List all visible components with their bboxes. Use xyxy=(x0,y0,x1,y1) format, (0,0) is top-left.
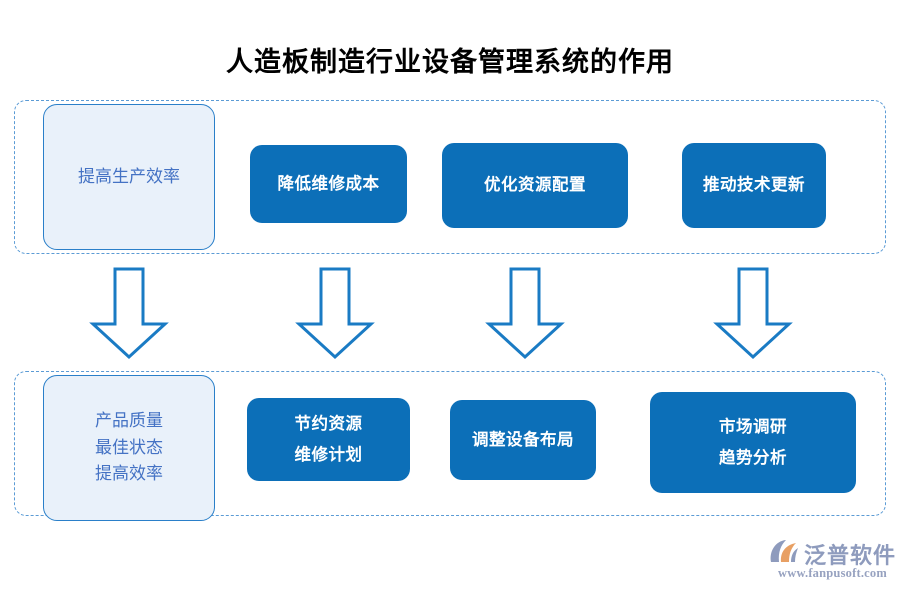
arrow-down-icon-4 xyxy=(713,267,793,360)
card-improve-production-efficiency[interactable]: 提高生产效率 xyxy=(43,104,215,250)
card-line: 提高生产效率 xyxy=(78,166,180,186)
card-product-quality-outcomes[interactable]: 产品质量 最佳状态 提高效率 xyxy=(43,375,215,521)
bottom-group-container xyxy=(14,371,886,516)
card-save-resources-plan[interactable]: 节约资源 维修计划 xyxy=(247,398,410,481)
card-line: 趋势分析 xyxy=(719,447,787,467)
card-adjust-equipment-layout[interactable]: 调整设备布局 xyxy=(450,400,596,480)
card-reduce-maintenance-cost[interactable]: 降低维修成本 xyxy=(250,145,407,223)
arrow-down-icon-2 xyxy=(295,267,375,360)
card-optimize-resource-allocation[interactable]: 优化资源配置 xyxy=(442,143,628,228)
card-promote-technology-update[interactable]: 推动技术更新 xyxy=(682,143,826,228)
card-line: 最佳状态 xyxy=(95,437,163,457)
card-line: 市场调研 xyxy=(719,416,787,436)
card-line: 维修计划 xyxy=(294,444,363,464)
card-line: 优化资源配置 xyxy=(484,175,586,195)
brand-logo: 泛普软件 www.fanpusoft.com xyxy=(768,536,895,588)
logo-wordmark: 泛普软件 xyxy=(804,543,897,568)
top-group-container xyxy=(14,100,886,254)
card-line: 产品质量 xyxy=(95,411,163,431)
card-line: 降低维修成本 xyxy=(277,173,380,193)
card-line: 调整设备布局 xyxy=(472,429,574,449)
card-line: 节约资源 xyxy=(294,413,363,433)
arrow-down-icon-1 xyxy=(89,267,169,360)
card-market-research-trend[interactable]: 市场调研 趋势分析 xyxy=(650,392,856,493)
page-title: 人造板制造行业设备管理系统的作用 xyxy=(226,47,674,77)
fanpu-logo-icon xyxy=(770,540,798,562)
card-line: 提高效率 xyxy=(95,464,163,484)
arrow-down-icon-3 xyxy=(485,267,565,360)
logo-url: www.fanpusoft.com xyxy=(778,566,887,580)
card-line: 推动技术更新 xyxy=(703,175,805,195)
